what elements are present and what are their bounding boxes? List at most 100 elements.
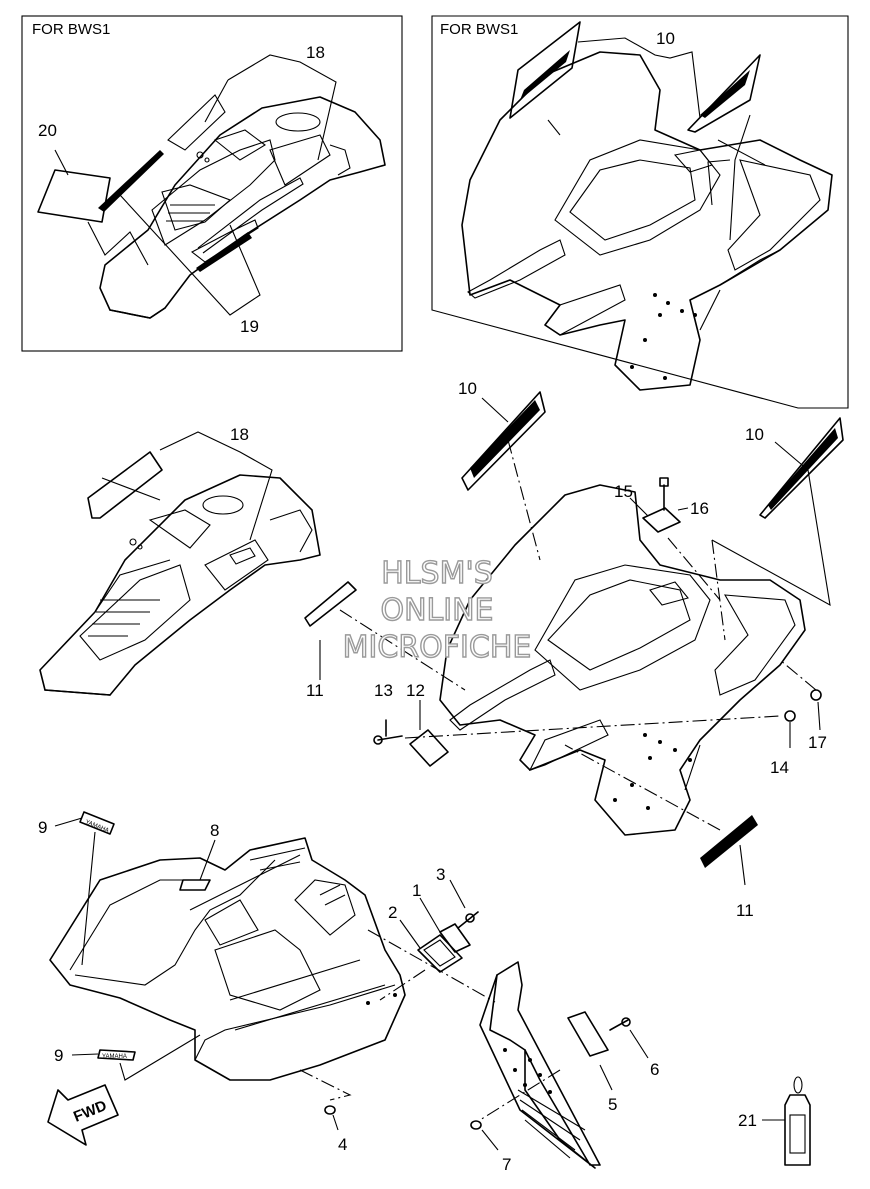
part-13-bolt (373, 719, 403, 745)
part-5-plate (567, 1011, 609, 1057)
callout-12: 12 (406, 681, 425, 700)
leader-18-inset (227, 54, 337, 161)
callout-17: 17 (808, 733, 827, 752)
leader-1 (419, 897, 441, 933)
leader-15-dash (667, 537, 721, 601)
leader-9-upper (54, 817, 83, 827)
decal-19-shape (98, 150, 252, 272)
decal-9-lower: YAMAHA (97, 1049, 136, 1061)
leader-18-main-b (159, 431, 273, 541)
callout-19: 19 (240, 317, 259, 336)
callout-21: 21 (738, 1111, 757, 1130)
leader-10-inset-c (717, 139, 766, 166)
part-16-screw (659, 477, 669, 511)
part-6-screw (609, 1017, 631, 1031)
callout-14: 14 (770, 758, 789, 777)
leader-10-inset (577, 37, 701, 119)
part-17-grommet (810, 689, 822, 701)
leader-16 (677, 507, 689, 511)
leader-5 (599, 1064, 613, 1091)
part-7-nut (470, 1120, 482, 1130)
callout-6: 6 (650, 1060, 659, 1079)
callout-4: 4 (338, 1135, 347, 1154)
leader-8 (199, 839, 216, 881)
decal-10-main-right (759, 417, 844, 519)
part-2-bracket (417, 934, 463, 973)
callout-13: 13 (374, 681, 393, 700)
leader-17-dash (779, 659, 817, 691)
part-15-plate (642, 507, 681, 533)
leader-4 (332, 1114, 339, 1131)
inset-right-frame (431, 15, 849, 409)
fwd-arrow: FWD (47, 1084, 119, 1146)
callout-11-left: 11 (306, 681, 324, 700)
front-fender-main (39, 474, 321, 696)
callout-15: 15 (614, 482, 633, 501)
inset-left-frame (21, 15, 403, 352)
part-3-screw (457, 911, 479, 929)
decal-9-upper: YAMAHA (79, 811, 115, 835)
callout-1: 1 (412, 881, 421, 900)
leader-18-main-a (101, 477, 161, 501)
leader-9-lower (71, 1053, 99, 1056)
callout-9-lower: 9 (54, 1046, 63, 1065)
inset-rear-fender-bws1: FOR BWS1 10 (431, 15, 849, 409)
watermark-line-3: MICROFICHE (343, 630, 532, 665)
mud-flap (479, 961, 601, 1169)
leader-2 (399, 919, 421, 949)
decal-10-main-left (461, 391, 546, 491)
leader-10-main-b-dash (711, 539, 726, 641)
leader-17 (817, 701, 821, 731)
leader-7-dash (479, 1069, 561, 1121)
decal-20-shape (37, 169, 111, 223)
decal-8 (179, 879, 211, 891)
part-12-plate (409, 729, 449, 767)
leader-20 (54, 149, 69, 176)
part-21-tag (784, 1076, 811, 1166)
callout-7: 7 (502, 1155, 511, 1174)
leader-3 (449, 879, 466, 909)
leader-20-b (87, 221, 149, 266)
decal-18-main-shape (87, 451, 163, 519)
front-body-lower (49, 837, 406, 1081)
part-14-nut (784, 710, 796, 722)
callout-10-main-left: 10 (458, 379, 477, 398)
callout-10-inset: 10 (656, 29, 675, 48)
leader-7 (481, 1129, 499, 1151)
decal-11-right (700, 815, 758, 868)
rear-fender-main (439, 484, 806, 836)
front-fender-inset-drawing (99, 96, 386, 319)
inset-right-label: FOR BWS1 (440, 21, 518, 38)
callout-9-upper: 9 (38, 818, 47, 837)
callout-11-right: 11 (736, 901, 754, 920)
leader-9-upper-b (81, 831, 96, 966)
decal-10-inset-left (509, 21, 581, 119)
decal-10-inset-right (687, 54, 761, 133)
decal-9-lower-text: YAMAHA (102, 1054, 127, 1060)
leader-9-lower-b (119, 1034, 201, 1081)
inset-left-label: FOR BWS1 (32, 21, 110, 38)
watermark-line-2: ONLINE (380, 593, 493, 628)
callout-18-inset: 18 (306, 43, 325, 62)
decal-18-shape (167, 94, 226, 151)
callout-3: 3 (436, 865, 445, 884)
leader-15 (629, 497, 649, 517)
part-4-nut (324, 1105, 336, 1115)
leader-19 (119, 194, 261, 316)
inset-front-fender-bws1: FOR BWS1 (21, 15, 403, 352)
leader-10-main-a (481, 397, 509, 423)
callout-10-main-right: 10 (745, 425, 764, 444)
decal-11-left (304, 581, 357, 627)
leader-11-left-dash (339, 609, 466, 691)
leader-10-inset-b (547, 119, 561, 136)
leader-flap-dash (367, 929, 496, 1003)
leader-2-dash (379, 969, 426, 1001)
callout-20: 20 (38, 121, 57, 140)
leader-10-main-b (711, 441, 831, 607)
leader-11-right-dash (564, 744, 721, 831)
callout-16: 16 (690, 499, 709, 518)
callout-8: 8 (210, 821, 219, 840)
part-1-plate (439, 923, 471, 953)
callout-18: 18 (230, 425, 249, 444)
